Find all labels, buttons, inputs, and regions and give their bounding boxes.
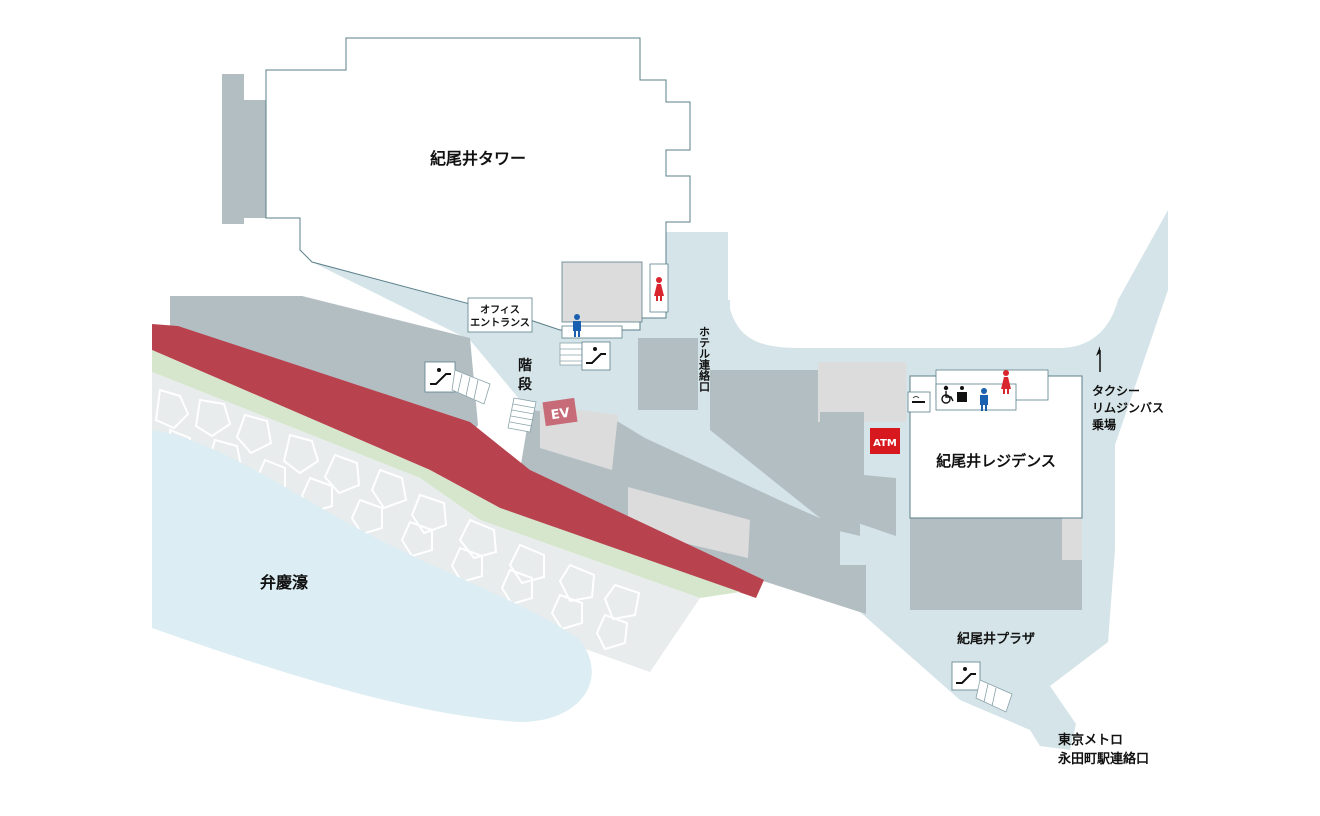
north-arrow-icon: [1096, 346, 1101, 372]
nursing-room-icon: [957, 386, 967, 402]
female-toilet-icon: [654, 277, 664, 301]
smoking-area-icon: [912, 396, 925, 403]
tower-west-annex-2: [240, 100, 268, 218]
stairs-label-1: 階: [518, 357, 532, 374]
atm-badge: ATM: [870, 428, 900, 454]
male-toilet-bar-tower: [561, 325, 623, 339]
ev-label: EV: [550, 406, 571, 423]
office-entrance-label-1: オフィス: [480, 304, 520, 316]
walkway-main: [312, 210, 1168, 750]
metro-label-1: 東京メトロ: [1058, 732, 1123, 748]
taxi-label-1: タクシー: [1092, 384, 1140, 398]
stairs-graphic-2: [559, 342, 583, 366]
pond-label: 弁慶濠: [260, 573, 308, 592]
male-toilet-icon: [980, 388, 988, 411]
ev-badge: EV: [542, 397, 578, 427]
taxi-label-2: リムジンバス: [1092, 401, 1164, 415]
residence-label: 紀尾井レジデンス: [936, 452, 1056, 470]
stairs-graphic: [507, 397, 537, 433]
office-entrance-label-2: エントランス: [470, 317, 530, 329]
taxi-label-3: 乗場: [1092, 417, 1116, 432]
escalator-icon: [424, 361, 456, 393]
escalator-stairs-west: [451, 369, 491, 405]
escalator-stairs-plaza: [975, 679, 1013, 713]
tower-west-annex: [222, 74, 244, 224]
hotel-link-label: ホテル連絡口: [698, 326, 711, 393]
road-red: [152, 324, 764, 598]
tower-label: 紀尾井タワー: [430, 149, 526, 168]
metro-label-2: 永田町駅連絡口: [1057, 751, 1149, 767]
wheelchair-icon: [941, 385, 954, 404]
residence-south-block: [910, 518, 1082, 610]
escalator-icon: [581, 341, 611, 371]
escalator-icon: [951, 661, 981, 691]
plaza-label: 紀尾井プラザ: [957, 631, 1035, 647]
tower-core: [561, 261, 643, 323]
male-toilet-icon: [573, 314, 581, 337]
office-entrance-box: [467, 297, 533, 333]
kioi-tower-building: [265, 37, 691, 331]
atm-label: ATM: [873, 438, 897, 449]
green-strip: [152, 350, 740, 598]
female-toilet-icon: [1001, 370, 1011, 394]
hotel-link-block: [638, 338, 698, 410]
residence-south-annex: [1062, 518, 1082, 560]
building-light-south: [628, 487, 750, 558]
stairs-label-2: 段: [518, 376, 532, 393]
residence-mid-block: [820, 412, 896, 536]
benkei-moat-water: [152, 430, 592, 722]
